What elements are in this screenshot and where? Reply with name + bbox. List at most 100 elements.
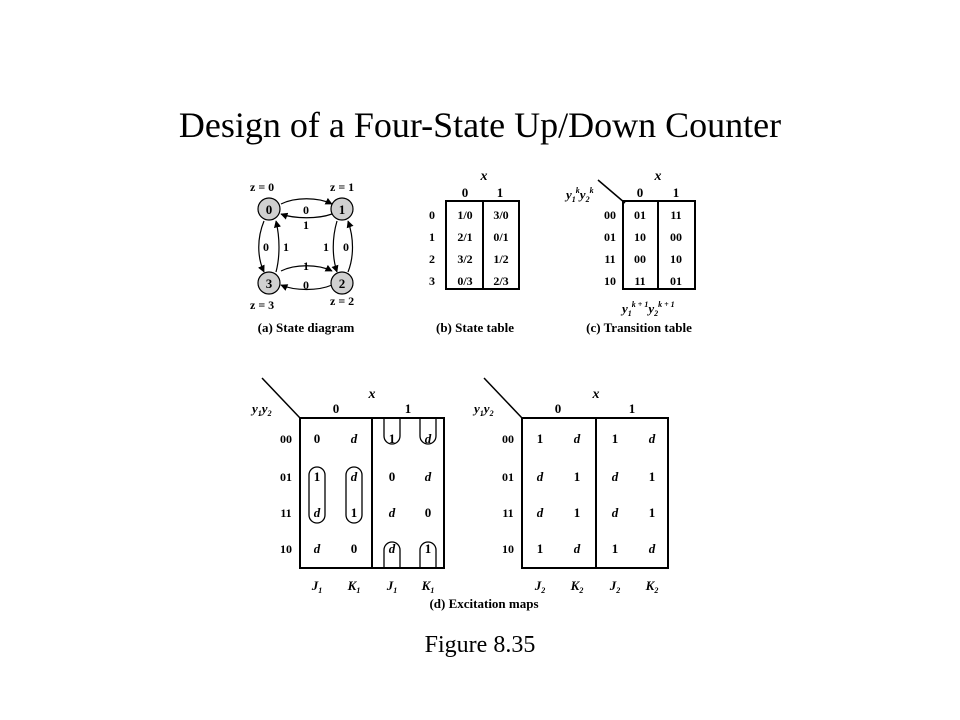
excitation-cell: 1 <box>537 541 544 556</box>
edge-label-right-b: 0 <box>343 240 349 254</box>
excitation-map-1-col-1: 1 <box>405 401 412 416</box>
svg-text:K1: K1 <box>421 578 435 595</box>
excitation-map-1: y1y2 x 0 1 00 01 11 10 0 d 1 d 1 d 0 d d… <box>250 377 445 595</box>
arrow-0-to-1 <box>280 197 333 205</box>
excitation-cell: d <box>612 469 619 484</box>
transition-table-caption: (c) Transition table <box>586 320 692 335</box>
excitation-map-2-function-labels: J2 K2 J2 K2 <box>534 578 659 595</box>
transition-table-cell: 00 <box>634 252 646 266</box>
excitation-map-1-state-label: y1y2 <box>250 401 272 418</box>
excitation-cell: d <box>425 469 432 484</box>
output-label-3: z = 3 <box>250 298 274 312</box>
edge-label-left-a: 0 <box>263 240 269 254</box>
svg-text:y1y2: y1y2 <box>472 401 494 418</box>
excitation-cell: 1 <box>574 469 581 484</box>
edge-label-right-a: 1 <box>323 240 329 254</box>
excitation-map-1-row-label: 00 <box>280 432 292 446</box>
transition-table-present-state-label: y1ky2k <box>564 186 594 204</box>
excitation-cell: 1 <box>314 469 321 484</box>
transition-table-col-0: 0 <box>637 185 644 200</box>
edge-label-top-lower: 1 <box>303 218 309 232</box>
excitation-maps-caption: (d) Excitation maps <box>429 596 538 611</box>
svg-text:J1: J1 <box>386 578 398 595</box>
transition-table-cell: 10 <box>634 230 646 244</box>
state-table-cell: 0/3 <box>457 274 472 288</box>
excitation-map-2-state-label: y1y2 <box>472 401 494 418</box>
transition-table-input-label: x <box>654 169 662 184</box>
state-node-2 <box>330 271 354 295</box>
transition-table-row-label: 01 <box>604 230 616 244</box>
arrow-3-to-0 <box>273 220 281 273</box>
excitation-cell: 1 <box>537 431 544 446</box>
state-table: x 0 1 0 1 2 3 1/0 3/0 2/1 0/1 3/2 1/2 0/… <box>429 169 520 335</box>
state-table-cell: 1/2 <box>493 252 508 266</box>
excitation-cell: 1 <box>649 469 656 484</box>
excitation-cell: 1 <box>425 541 432 556</box>
excitation-map-2-row-label: 00 <box>502 432 514 446</box>
excitation-cell: d <box>612 505 619 520</box>
excitation-cell: d <box>574 431 581 446</box>
figure-caption: Figure 8.35 <box>424 632 536 658</box>
state-table-row-label: 2 <box>429 252 435 266</box>
state-table-cell: 1/0 <box>457 208 472 222</box>
svg-text:y1k + 1y2k + 1: y1k + 1y2k + 1 <box>620 300 675 318</box>
svg-text:J1: J1 <box>311 578 323 595</box>
edge-label-left-b: 1 <box>283 240 289 254</box>
excitation-map-1-row-label: 10 <box>280 542 292 556</box>
excitation-map-2-col-1: 1 <box>629 401 636 416</box>
svg-text:y1y2: y1y2 <box>250 401 272 418</box>
state-table-cell: 2/3 <box>493 274 508 288</box>
excitation-cell: d <box>314 505 321 520</box>
output-label-2: z = 2 <box>330 294 354 308</box>
svg-text:y1ky2k: y1ky2k <box>564 186 594 204</box>
excitation-map-2-col-0: 0 <box>555 401 562 416</box>
svg-text:K2: K2 <box>570 578 584 595</box>
excitation-map-2-row-label: 01 <box>502 470 514 484</box>
edge-label-top-upper: 0 <box>303 203 309 217</box>
arrow-1-to-0 <box>280 212 333 220</box>
state-table-caption: (b) State table <box>436 320 514 335</box>
svg-text:K2: K2 <box>645 578 659 595</box>
transition-table-cell: 10 <box>670 252 682 266</box>
excitation-map-2-corner-line <box>483 377 523 419</box>
state-diagram: z = 0 z = 1 z = 3 z = 2 0 1 3 2 0 1 1 0 … <box>250 180 355 335</box>
state-table-row-label: 1 <box>429 230 435 244</box>
state-table-input-label: x <box>480 169 488 184</box>
svg-text:J2: J2 <box>534 578 546 595</box>
arrow-1-to-2 <box>331 220 339 273</box>
excitation-cell: 0 <box>389 469 396 484</box>
svg-text:J2: J2 <box>609 578 621 595</box>
excitation-cell: 0 <box>425 505 432 520</box>
excitation-cell: d <box>351 469 358 484</box>
excitation-map-2-input-label: x <box>592 387 600 402</box>
grouping-loop <box>383 418 401 445</box>
excitation-map-2-row-label: 10 <box>502 542 514 556</box>
page-title: Design of a Four-State Up/Down Counter <box>178 105 782 145</box>
excitation-cell: 0 <box>351 541 358 556</box>
excitation-map-1-row-label: 01 <box>280 470 292 484</box>
state-table-col-0: 0 <box>462 185 469 200</box>
excitation-cell: 1 <box>351 505 358 520</box>
excitation-map-1-col-0: 0 <box>333 401 340 416</box>
grouping-loop <box>419 541 437 568</box>
state-table-cell: 3/0 <box>493 208 508 222</box>
arrow-0-to-3 <box>257 220 265 273</box>
grouping-loop <box>308 466 326 524</box>
excitation-map-1-row-label: 11 <box>280 506 291 520</box>
excitation-cell: d <box>425 431 432 446</box>
transition-table-corner-line <box>597 179 626 204</box>
excitation-map-1-function-labels: J1 K1 J1 K1 <box>311 578 435 595</box>
state-table-cell: 0/1 <box>493 230 508 244</box>
arrow-2-to-1 <box>346 220 354 273</box>
grouping-loop <box>419 418 437 445</box>
excitation-cell: 1 <box>612 541 619 556</box>
excitation-cell: d <box>649 541 656 556</box>
transition-table-cell: 01 <box>634 208 646 222</box>
transition-table-cell: 11 <box>670 208 681 222</box>
transition-table-cell: 00 <box>670 230 682 244</box>
excitation-cell: d <box>389 505 396 520</box>
transition-table-col-1: 1 <box>673 185 680 200</box>
grouping-loop <box>383 541 401 568</box>
excitation-cell: 1 <box>574 505 581 520</box>
